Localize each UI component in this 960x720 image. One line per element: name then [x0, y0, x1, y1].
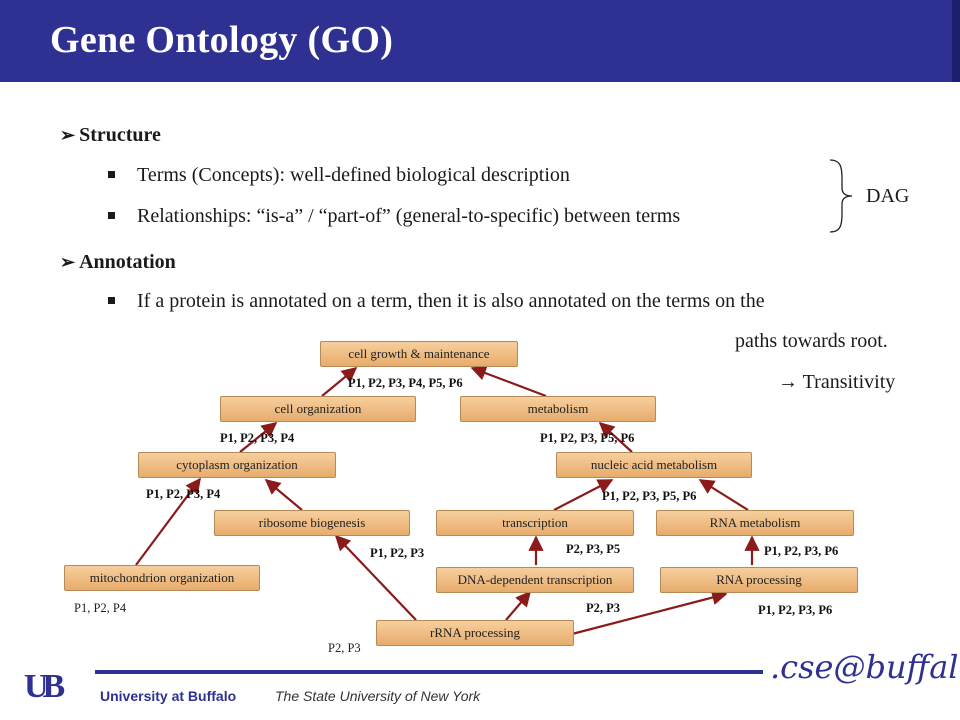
square-bullet-icon: [108, 211, 115, 219]
edge-rrna-to-ribosome: [334, 534, 417, 621]
label-rna-metabolism: P1, P2, P3, P6: [764, 544, 839, 558]
label-ribosome-biogenesis: P1, P2, P3: [370, 546, 425, 560]
label-cell-organization: P1, P2, P3, P4: [220, 431, 295, 445]
arrow-bullet-icon: ➢: [60, 125, 76, 145]
transitivity-note: → Transitivity: [778, 371, 896, 393]
edge-rnamet-to-nucleic: [698, 479, 749, 511]
node-rna-processing: RNA processing: [660, 567, 858, 593]
node-rna-metabolism: RNA metabolism: [656, 510, 854, 536]
label-rrna-processing: P2, P3: [328, 641, 361, 655]
node-cytoplasm-organization: cytoplasm organization: [138, 452, 336, 478]
node-transcription: transcription: [436, 510, 634, 536]
edge-mito-to-cytoplasm: [135, 477, 201, 566]
node-metabolism: metabolism: [460, 396, 656, 422]
edge-rrna-to-rnaproc: [571, 590, 728, 636]
label-dna-dependent-transcription: P2, P3: [586, 601, 621, 615]
label-mitochondrion-organization: P1, P2, P4: [74, 601, 127, 615]
bullet-relationships: Relationships: “is-a” / “part-of” (gener…: [108, 205, 680, 228]
square-bullet-icon: [108, 296, 115, 304]
edge-ribosome-to-cytoplasm: [264, 479, 303, 511]
label-rna-processing: P1, P2, P3, P6: [758, 603, 833, 617]
cse-buffalo-logo: .cse@buffalo: [770, 648, 960, 686]
label-metabolism: P1, P2, P3, P5, P6: [540, 431, 635, 445]
dag-label: DAG: [866, 185, 910, 207]
brace-icon: [829, 159, 853, 233]
edge-rrna-to-dnadep: [505, 590, 532, 621]
bullet-terms: Terms (Concepts): well-defined biologica…: [108, 164, 570, 187]
label-transcription: P2, P3, P5: [566, 542, 621, 556]
title-bar: Gene Ontology (GO): [0, 0, 960, 82]
node-ribosome-biogenesis: ribosome biogenesis: [214, 510, 410, 536]
footer-divider: [95, 670, 763, 674]
node-rrna-processing: rRNA processing: [376, 620, 574, 646]
node-mitochondrion-organization: mitochondrion organization: [64, 565, 260, 591]
edge-cellorg-to-cellgrowth: [321, 367, 358, 397]
title-bar-edge: [952, 0, 960, 82]
label-nucleic-acid-metabolism: P1, P2, P3, P5, P6: [602, 489, 697, 503]
edge-cytoplasm-to-cellorg: [239, 422, 278, 453]
structure-heading: ➢Structure: [60, 124, 161, 146]
node-cell-growth: cell growth & maintenance: [320, 341, 518, 367]
annotation-continuation: paths towards root.: [735, 330, 888, 352]
page-title: Gene Ontology (GO): [50, 19, 394, 61]
square-bullet-icon: [108, 170, 115, 178]
bullet-annotation: If a protein is annotated on a term, the…: [108, 290, 765, 313]
footer-university: University at Buffalo: [100, 688, 237, 704]
edge-transcription-to-nucleic: [553, 479, 614, 511]
node-dna-dependent-transcription: DNA-dependent transcription: [436, 567, 634, 593]
label-cytoplasm-organization: P1, P2, P3, P4: [146, 487, 221, 501]
arrow-bullet-icon: ➢: [60, 252, 76, 272]
edge-metabolism-to-cellgrowth: [470, 365, 547, 398]
footer-subtitle: The State University of New York: [275, 688, 481, 704]
node-cell-organization: cell organization: [220, 396, 416, 422]
edge-nucleic-to-metabolism: [598, 421, 633, 453]
label-cell-growth: P1, P2, P3, P4, P5, P6: [348, 376, 463, 390]
ub-logo: UB: [24, 668, 65, 705]
node-nucleic-acid-metabolism: nucleic acid metabolism: [556, 452, 752, 478]
annotation-heading: ➢Annotation: [60, 251, 176, 273]
